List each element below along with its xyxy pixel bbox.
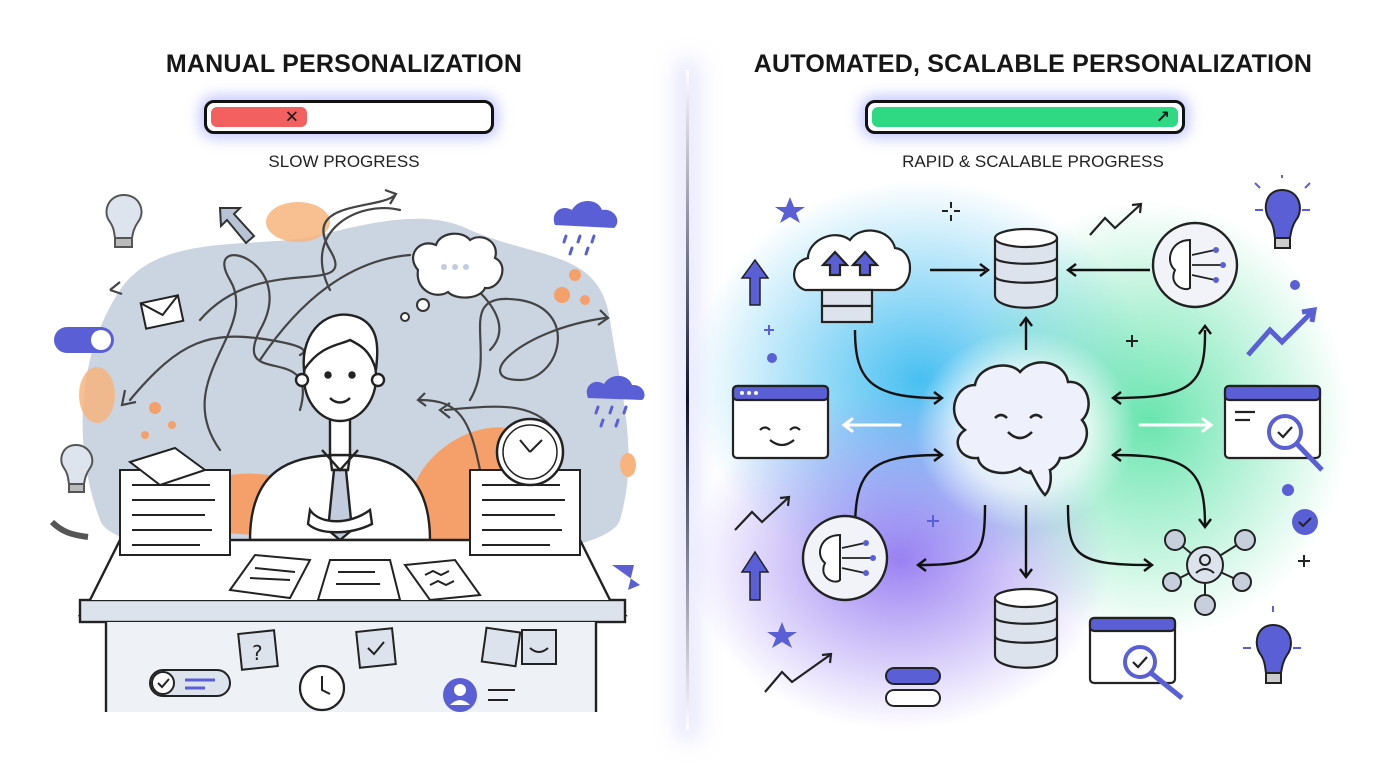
envelope-icon: [139, 294, 185, 330]
network-user-icon: [1162, 529, 1256, 616]
automated-illustration: [690, 175, 1350, 730]
database-icon: [993, 587, 1059, 669]
sticky-note-icon: [237, 629, 279, 671]
rapid-progress-label: RAPID & SCALABLE PROGRESS: [902, 152, 1164, 171]
rapid-progress-bar: ↗: [865, 100, 1185, 134]
clock-icon: [298, 664, 346, 712]
analytics-search-icon: [1088, 616, 1184, 700]
automated-title: AUTOMATED, SCALABLE PERSONALIZATION: [753, 50, 1313, 78]
central-brain-icon: [953, 361, 1090, 497]
analytics-search-icon: [1223, 384, 1324, 472]
ai-brain-icon: [1151, 221, 1239, 309]
arrow-up-right-icon: ↗: [1155, 107, 1170, 127]
progress-fill: ↗: [872, 107, 1178, 127]
cloud-upload-icon: [793, 229, 911, 324]
checkbox-toggle-icon: [149, 669, 231, 697]
slow-progress-bar: ✕: [204, 100, 494, 134]
lightbulb-icon: [1243, 606, 1301, 684]
panel-divider: [686, 70, 689, 730]
user-profile-icon: [443, 678, 515, 712]
badge-check-icon: [1292, 509, 1318, 535]
notepad-icon: [228, 553, 312, 600]
star-icon: [775, 197, 805, 223]
manual-title: MANUAL PERSONALIZATION: [165, 50, 523, 78]
toggle-icon: [885, 667, 941, 707]
database-icon: [993, 227, 1059, 309]
manual-illustration: ?: [49, 188, 645, 712]
progress-fill: ✕: [211, 107, 307, 127]
ai-brain-icon: [801, 514, 889, 602]
svg-text:?: ?: [252, 641, 263, 665]
x-icon: ✕: [284, 107, 299, 127]
trend-up-icon: [1246, 310, 1314, 357]
slow-progress-label: SLOW PROGRESS: [268, 152, 420, 171]
automated-panel: AUTOMATED, SCALABLE PERSONALIZATION ↗ RA…: [690, 0, 1376, 768]
rain-cloud-icon: [553, 201, 645, 428]
lightbulb-icon: [1254, 175, 1311, 249]
browser-smile-icon: [731, 384, 830, 460]
lightbulb-icon: [105, 193, 143, 248]
thought-bubble-icon: [400, 232, 504, 322]
trend-up-icon: [734, 202, 1143, 693]
clock-icon: [495, 417, 565, 487]
person-illustration: [248, 313, 432, 542]
arrow-up-icon: [740, 258, 770, 306]
manual-panel: MANUAL PERSONALIZATION ✕ SLOW PROGRESS: [49, 50, 645, 712]
